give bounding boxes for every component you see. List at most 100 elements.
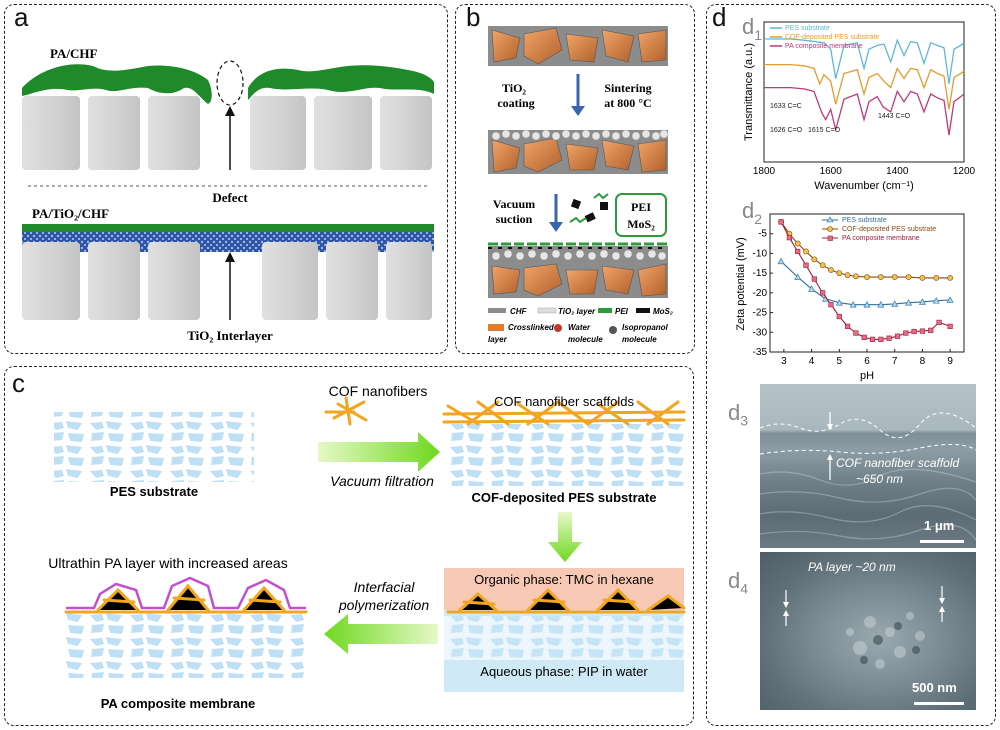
legend-pei: PEI [615, 307, 629, 316]
ftir-chart: d1 PES substrate COF-deposited PES subst… [742, 14, 976, 192]
d4-scale-label: 500 nm [912, 680, 957, 695]
down-arrow [548, 512, 582, 562]
panel-a-label: a [14, 2, 29, 32]
pei-label: PEI [631, 200, 651, 214]
pes-substrate-block [54, 412, 254, 482]
d2-ytick-label: -30 [753, 327, 768, 338]
zeta-point [864, 274, 870, 280]
mos2-label: MoS₂ [627, 217, 655, 231]
pa-membrane-block [66, 612, 306, 678]
ip-scaffold-bumps [446, 587, 686, 614]
pa-scaffold-bumps [64, 583, 308, 614]
tio2-interlayer-label: TiO₂ Interlayer [187, 328, 273, 343]
interfacial-arrow [324, 614, 438, 654]
d1-series [764, 38, 965, 136]
zeta-point [845, 323, 851, 329]
d2-legend-pes: PES substrate [842, 217, 887, 224]
sem-image-d4: PA layer ~20 nm 500 nm [760, 552, 976, 710]
cof-nanofibers-icon [324, 396, 368, 426]
sintering-line-1: Sintering [604, 81, 651, 95]
interfacial-line-2: polymerization [338, 597, 429, 613]
zeta-point [861, 334, 867, 341]
d2-xtick-label: 9 [947, 356, 953, 367]
pa-layer-bottom [22, 224, 434, 232]
d2-ytick-label: -35 [753, 347, 768, 358]
pa-layer-top-right [248, 65, 434, 100]
zeta-point [844, 272, 851, 279]
zeta-point [863, 301, 871, 308]
zeta-point [886, 335, 892, 341]
d2-ytick-label: -25 [753, 308, 768, 319]
d3-bottom-boundary [760, 444, 976, 455]
zeta-point [891, 274, 898, 280]
d1-xtick: 1200 [953, 166, 976, 177]
d2-ytick-label: -20 [753, 288, 768, 299]
zeta-point [878, 336, 884, 342]
zeta-point [947, 274, 954, 281]
legend-crosslinked-1: Crosslinked [508, 323, 555, 332]
zeta-point [894, 333, 901, 339]
interfacial-line-1: Interfacial [354, 579, 416, 595]
legend-water-2: molecule [568, 335, 603, 344]
legend-mos2: MoS₂ [653, 307, 673, 316]
d1-xtick: 1400 [886, 166, 909, 177]
legend-tio2: TiO₂ layer [558, 307, 596, 316]
zeta-point [794, 240, 801, 247]
zeta-point [933, 274, 940, 281]
d2-xtick-label: 8 [920, 356, 926, 367]
d2-ytick-label: -5 [758, 229, 767, 240]
d1-annotations: 1633 C=C 1626 C=O 1615 C=O 1443 C=O [770, 103, 911, 134]
chf-fibers-top [22, 96, 432, 170]
zeta-point [869, 336, 876, 342]
zeta-point [835, 299, 843, 306]
panel-b-label: b [466, 2, 481, 32]
panel-b-diagram: TiO₂ coating Sintering at 800 °C Vacuum … [488, 26, 673, 344]
zeta-point [903, 330, 909, 336]
d2-xlabel: pH [860, 370, 874, 382]
zeta-point [836, 270, 843, 277]
d1-legend-cof: COF-deposited PES substrate [785, 34, 879, 41]
vacuum-line-1: Vacuum [493, 197, 535, 211]
cof-nanofibers-label: COF nanofibers [329, 383, 428, 399]
zeta-point [849, 301, 857, 308]
zeta-point [795, 248, 801, 255]
zeta-point [919, 274, 926, 281]
zeta-point [811, 276, 817, 282]
ultrathin-label: Ultrathin PA layer with increased areas [48, 555, 287, 571]
zeta-point [877, 301, 885, 308]
zeta-point [905, 274, 912, 280]
sem-image-d3: COF nanofiber scaffold ~650 nm 1 μm [760, 384, 976, 548]
pa-chf-label: PA/CHF [50, 46, 97, 61]
zeta-point [828, 302, 834, 308]
zeta-point [911, 328, 917, 335]
defect-marker [216, 60, 244, 106]
pa-tio2-chf-label: PA/TiO₂/CHF [32, 206, 109, 221]
chf-fibers-bottom [22, 242, 432, 320]
defect-label: Defect [212, 190, 248, 205]
cof-pes-block [444, 424, 684, 486]
tio2-coating-line-1: TiO₂ [502, 81, 526, 95]
zeta-point [919, 328, 926, 334]
aqueous-phase-label: Aqueous phase: PIP in water [480, 664, 648, 679]
d1-xlabel: Wavenumber (cm⁻¹) [814, 180, 914, 192]
d2-xtick-label: 7 [892, 356, 898, 367]
d3-label: d3 [728, 400, 749, 429]
d2-xtick-label: 3 [781, 356, 787, 367]
annot-1615: 1615 C=O [808, 127, 841, 134]
cof-pes-label: COF-deposited PES substrate [472, 490, 657, 505]
panel-d-label: d [712, 2, 727, 32]
ftir-series-line [764, 63, 965, 110]
d1-legend-pes: PES substrate [785, 25, 830, 32]
legend-isopropanol-1: Isopropanol [622, 323, 669, 332]
d1-xticks: 1800 1600 1400 1200 [753, 166, 976, 177]
d4-label: d4 [728, 568, 749, 597]
d1-xtick: 1800 [753, 166, 776, 177]
d3-scale-label: 1 μm [924, 518, 955, 533]
zeta-point [803, 248, 809, 255]
scaffold-label: COF nanofiber scaffolds [494, 394, 634, 409]
cof-scaffold-layer [442, 400, 686, 426]
d2-ylabel: Zeta potential (mV) [735, 237, 747, 331]
pa-layer-outline [66, 576, 306, 610]
d2-legend-pa: PA composite membrane [842, 235, 920, 242]
